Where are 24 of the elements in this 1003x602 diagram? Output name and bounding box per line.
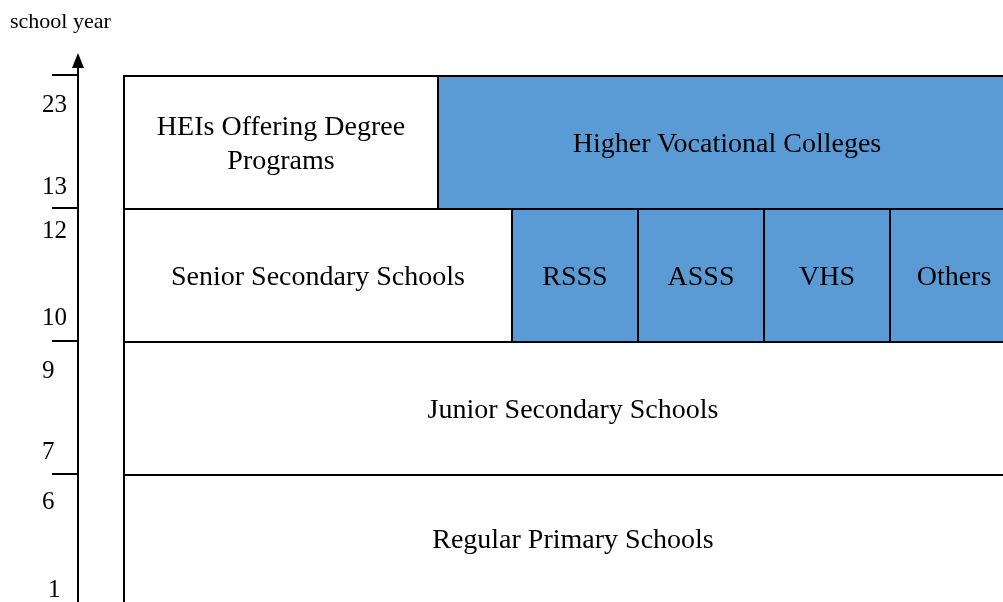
- year-number: 6: [42, 487, 55, 515]
- school-type-label: Junior Secondary Schools: [427, 391, 719, 426]
- school-type-box: [763, 208, 891, 343]
- year-number: 1: [48, 575, 61, 602]
- year-number: 7: [42, 437, 55, 465]
- axis-title: school year: [10, 8, 111, 34]
- year-number: 10: [42, 303, 67, 331]
- school-type-label: ASSS: [667, 258, 735, 293]
- year-number: 13: [42, 172, 67, 200]
- year-number: 9: [42, 356, 55, 384]
- school-type-label: VHS: [799, 258, 855, 293]
- school-type-label: Regular Primary Schools: [432, 522, 714, 556]
- year-number: 23: [42, 90, 67, 118]
- school-type-label: Senior Secondary Schools: [171, 258, 465, 293]
- school-type-label: HEIs Offering Degree Programs: [155, 108, 407, 177]
- school-type-label: Higher Vocational Colleges: [572, 125, 882, 160]
- school-type-box: [511, 208, 639, 343]
- school-type-box: [637, 208, 765, 343]
- school-type-box: [437, 75, 1003, 210]
- school-type-label: RSSS: [542, 258, 608, 293]
- school-type-box: [889, 208, 1003, 343]
- year-number: 12: [42, 216, 67, 244]
- school-type-label: Others: [916, 258, 992, 293]
- school-type-box: [123, 75, 439, 210]
